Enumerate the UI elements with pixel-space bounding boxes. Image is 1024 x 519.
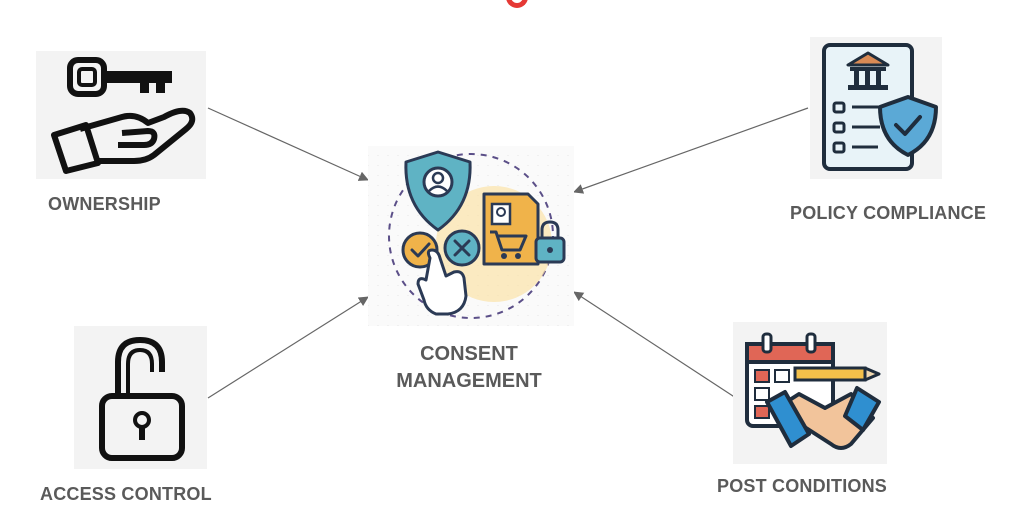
access-tile — [74, 326, 207, 469]
padlock-icon — [99, 336, 185, 461]
center-label-line1: CONSENT — [420, 343, 518, 365]
center-label-line2: MANAGEMENT — [396, 370, 542, 392]
key-hand-icon — [51, 57, 196, 174]
access-label: ACCESS CONTROL — [40, 484, 212, 504]
post-label: POST CONDITIONS — [717, 476, 888, 496]
ownership-tile — [36, 51, 206, 179]
policy-label: POLICY COMPLIANCE — [790, 203, 987, 223]
center-label: CONSENT MANAGEMENT — [359, 341, 579, 395]
arrow-post — [573, 291, 737, 399]
consent-management-icon — [388, 150, 566, 319]
arrow-ownership — [207, 107, 369, 181]
post-tile — [733, 322, 887, 464]
consent-center-tile — [368, 146, 574, 326]
arrow-access — [207, 296, 369, 399]
ownership-label: OWNERSHIP — [48, 194, 161, 214]
arrow-policy — [573, 107, 809, 194]
policy-tile — [810, 37, 942, 179]
calendar-handshake-icon — [745, 332, 881, 450]
policy-document-shield-icon — [822, 43, 938, 171]
